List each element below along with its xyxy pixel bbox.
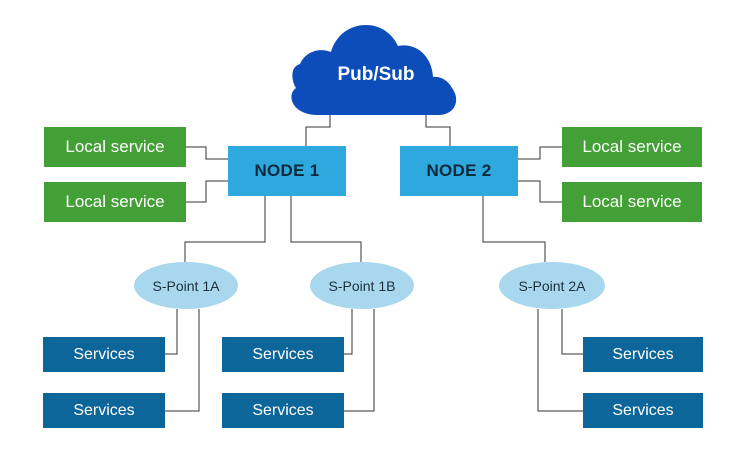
connector-spoint1b-service3: [344, 309, 353, 355]
connector-node1-spoint1a: [184, 196, 266, 262]
connector-node2-local3: [518, 146, 562, 160]
spoint-1b[interactable]: S-Point 1B: [310, 262, 414, 309]
connector-local1-node1: [186, 146, 228, 160]
service-4[interactable]: Services: [222, 393, 344, 428]
connector-spoint2a-service5: [561, 309, 583, 355]
connector-spoint1b-service4: [344, 309, 375, 412]
connector-node2-spoint2a: [482, 196, 546, 262]
service-5[interactable]: Services: [583, 337, 703, 372]
service-3[interactable]: Services: [222, 337, 344, 372]
spoint-2a[interactable]: S-Point 2A: [499, 262, 605, 309]
local-service-3[interactable]: Local service: [562, 127, 702, 167]
local-service-1[interactable]: Local service: [44, 127, 186, 167]
service-2[interactable]: Services: [43, 393, 165, 428]
connector-node1-spoint1b: [290, 196, 362, 262]
connector-cloud-node2: [425, 112, 451, 146]
connector-spoint1a-service2: [165, 309, 200, 412]
service-1[interactable]: Services: [43, 337, 165, 372]
local-service-4[interactable]: Local service: [562, 182, 702, 222]
node-2[interactable]: NODE 2: [400, 146, 518, 196]
connector-node2-local4: [518, 180, 562, 203]
local-service-2[interactable]: Local service: [44, 182, 186, 222]
service-6[interactable]: Services: [583, 393, 703, 428]
connector-cloud-node1: [305, 112, 331, 146]
connector-spoint2a-service6: [537, 309, 583, 412]
cloud-label: Pub/Sub: [337, 64, 415, 85]
connector-spoint1a-service1: [165, 309, 178, 355]
connector-local2-node1: [186, 180, 228, 203]
spoint-1a[interactable]: S-Point 1A: [134, 262, 238, 309]
node-1[interactable]: NODE 1: [228, 146, 346, 196]
pubsub-cloud-icon: [291, 25, 457, 115]
